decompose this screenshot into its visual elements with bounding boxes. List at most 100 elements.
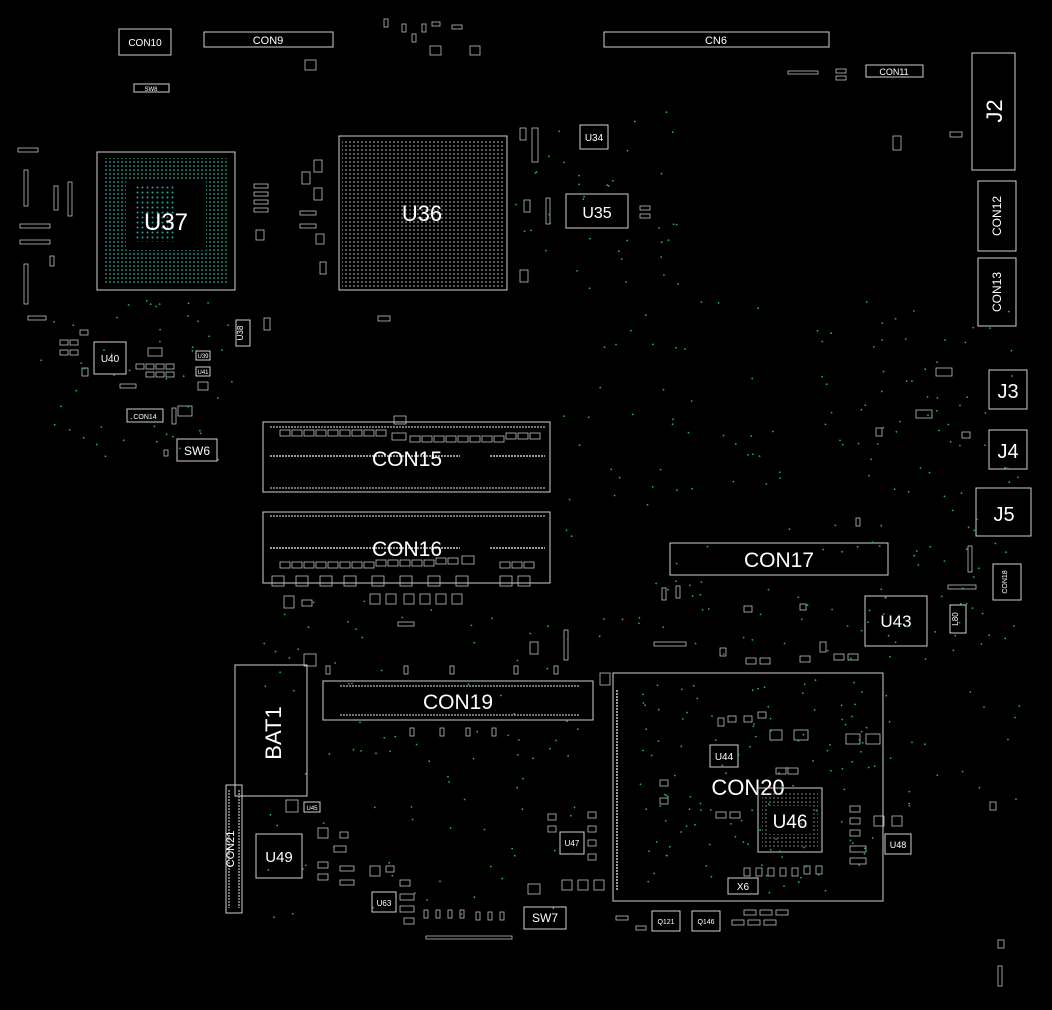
component-u37[interactable]: U37: [96, 151, 236, 291]
via: [267, 869, 270, 871]
component-con14[interactable]: CON14: [126, 408, 164, 423]
via: [1010, 349, 1013, 352]
via-field: [40, 111, 1021, 919]
via: [626, 149, 629, 152]
component-con15[interactable]: CON15: [262, 421, 551, 493]
via: [765, 874, 768, 877]
component-q121[interactable]: Q121: [651, 910, 681, 932]
via: [549, 222, 552, 225]
via: [960, 492, 963, 494]
via: [642, 749, 644, 752]
via: [813, 708, 816, 711]
via: [841, 550, 843, 553]
component-u63[interactable]: U63: [371, 891, 397, 913]
via: [40, 359, 43, 362]
component-sw6[interactable]: SW6: [176, 438, 218, 462]
passive-cluster-bottom: [285, 799, 1005, 987]
via: [936, 361, 938, 364]
component-j3[interactable]: J3: [988, 369, 1028, 410]
via: [767, 705, 770, 708]
via: [553, 849, 556, 852]
via: [747, 454, 749, 456]
via: [312, 601, 315, 604]
via: [529, 632, 532, 635]
component-u43[interactable]: U43: [864, 595, 928, 647]
via: [887, 634, 890, 637]
via: [159, 328, 162, 331]
component-x6[interactable]: X6: [727, 877, 759, 895]
via: [769, 717, 772, 720]
via: [885, 694, 888, 697]
via: [361, 636, 364, 639]
via: [191, 346, 194, 349]
component-u47[interactable]: U47: [559, 831, 585, 855]
component-u35[interactable]: U35: [565, 193, 629, 229]
component-bat1[interactable]: BAT1: [234, 664, 308, 797]
via: [302, 868, 304, 871]
via: [927, 414, 929, 416]
component-con12[interactable]: CON12: [977, 180, 1017, 252]
via: [763, 686, 766, 688]
component-q146[interactable]: Q146: [691, 910, 721, 932]
via: [110, 353, 113, 355]
component-con13[interactable]: CON13: [977, 257, 1017, 327]
via: [830, 769, 832, 772]
component-l80[interactable]: L80: [949, 604, 967, 634]
via: [867, 621, 869, 624]
component-u48[interactable]: U48: [884, 833, 912, 855]
via: [867, 766, 870, 769]
via: [885, 596, 887, 599]
via: [563, 415, 565, 417]
component-u41[interactable]: U41: [195, 366, 211, 377]
via: [860, 408, 863, 411]
via: [880, 390, 883, 393]
via: [651, 486, 654, 488]
component-u45[interactable]: U45: [303, 801, 321, 813]
via: [888, 720, 891, 723]
component-label: U44: [715, 752, 734, 763]
component-u39[interactable]: U39: [195, 350, 211, 361]
via: [851, 715, 853, 718]
component-label: Q146: [697, 919, 714, 926]
component-sw8[interactable]: SW8: [133, 83, 170, 93]
via: [747, 843, 749, 846]
component-con17[interactable]: CON17: [669, 542, 889, 576]
via: [870, 458, 872, 461]
via: [779, 850, 781, 853]
via: [68, 429, 71, 431]
via: [1008, 481, 1011, 484]
component-u44[interactable]: U44: [709, 744, 739, 768]
component-con11[interactable]: CON11: [865, 64, 924, 78]
component-j4[interactable]: J4: [988, 429, 1028, 470]
component-con19[interactable]: CON19: [322, 680, 594, 721]
component-con9[interactable]: CON9: [203, 31, 334, 48]
via: [1007, 310, 1010, 313]
component-sw7[interactable]: SW7: [523, 906, 567, 930]
via: [976, 518, 978, 521]
component-con18[interactable]: CON18: [992, 563, 1022, 601]
component-label: U38: [236, 325, 245, 340]
via: [472, 757, 475, 760]
component-con20[interactable]: CON20: [599, 672, 884, 902]
via: [873, 765, 876, 767]
component-u36[interactable]: U36: [338, 135, 508, 291]
via: [570, 535, 573, 538]
component-label: CON17: [744, 549, 814, 572]
via: [737, 753, 740, 756]
component-u38[interactable]: U38: [235, 319, 251, 347]
component-cn6[interactable]: CN6: [603, 31, 830, 48]
via: [706, 545, 709, 548]
component-u40[interactable]: U40: [93, 341, 127, 375]
component-u46[interactable]: U46: [757, 787, 823, 853]
component-j5[interactable]: J5: [975, 487, 1032, 537]
via: [797, 740, 800, 742]
component-u34[interactable]: U34: [579, 124, 609, 150]
via: [772, 430, 774, 433]
component-u49[interactable]: U49: [255, 833, 303, 879]
component-j2[interactable]: J2: [971, 52, 1016, 171]
via: [705, 865, 708, 867]
component-con16[interactable]: CON16: [262, 511, 551, 584]
component-con21[interactable]: CON21: [225, 784, 243, 914]
component-con10[interactable]: CON10: [118, 28, 172, 56]
via: [548, 213, 550, 216]
